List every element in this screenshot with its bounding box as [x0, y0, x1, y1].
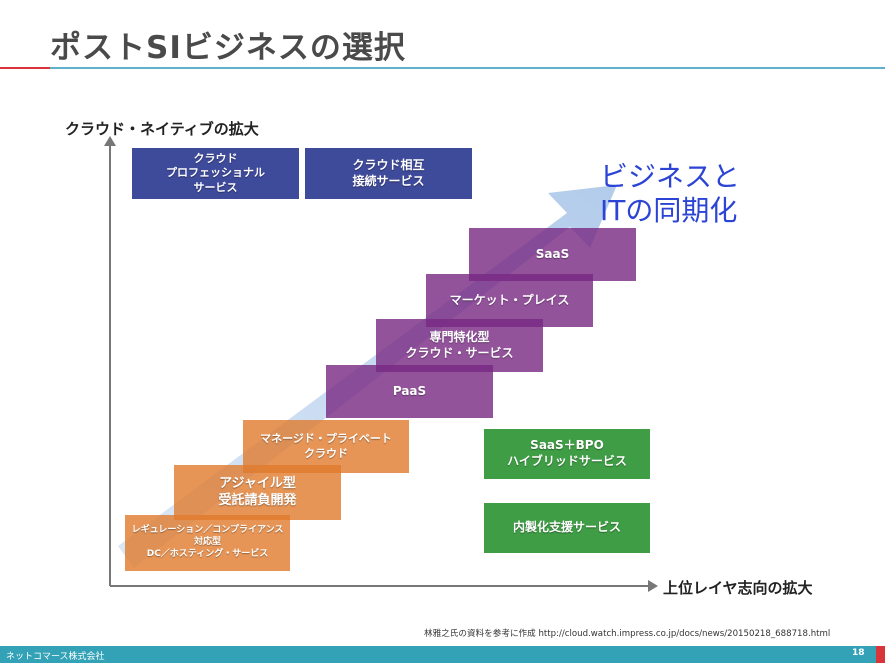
box-regulation-compliance-dc: レギュレーション／コンプライアンス 対応型 DC／ホスティング・サービス — [125, 515, 290, 571]
y-axis-label: クラウド・ネイティブの拡大 — [65, 120, 259, 138]
box-saas-bpo-hybrid: SaaS＋BPO ハイブリッドサービス — [484, 429, 650, 479]
box-insourcing-support: 内製化支援サービス — [484, 503, 650, 553]
box-cloud-interconnect-services: クラウド相互 接続サービス — [305, 148, 472, 199]
title-underline-accent — [0, 67, 50, 69]
box-agile-contract-development: アジャイル型 受託請負開発 — [174, 465, 341, 520]
slide-title: ポストSIビジネスの選択 — [50, 30, 406, 66]
box-managed-private-cloud: マネージド・プライベート クラウド — [243, 420, 409, 473]
box-marketplace: マーケット・プレイス — [426, 274, 593, 327]
footer-accent — [876, 646, 885, 663]
box-saas: SaaS — [469, 228, 636, 281]
footer-company: ネットコマース株式会社 — [6, 652, 105, 662]
business-it-sync-callout: ビジネスと ITの同期化 — [600, 160, 741, 227]
title-underline — [50, 67, 885, 69]
source-citation: 林雅之氏の資料を参考に作成 http://cloud.watch.impress… — [424, 629, 831, 639]
page-number: 18 — [852, 648, 865, 658]
box-paas: PaaS — [326, 365, 493, 418]
x-axis-arrowhead — [648, 580, 658, 592]
x-axis-label: 上位レイヤ志向の拡大 — [663, 579, 813, 597]
box-cloud-professional-services: クラウド プロフェッショナル サービス — [132, 148, 299, 199]
box-specialized-cloud-services: 専門特化型 クラウド・サービス — [376, 319, 543, 372]
footer-bar — [0, 646, 885, 663]
